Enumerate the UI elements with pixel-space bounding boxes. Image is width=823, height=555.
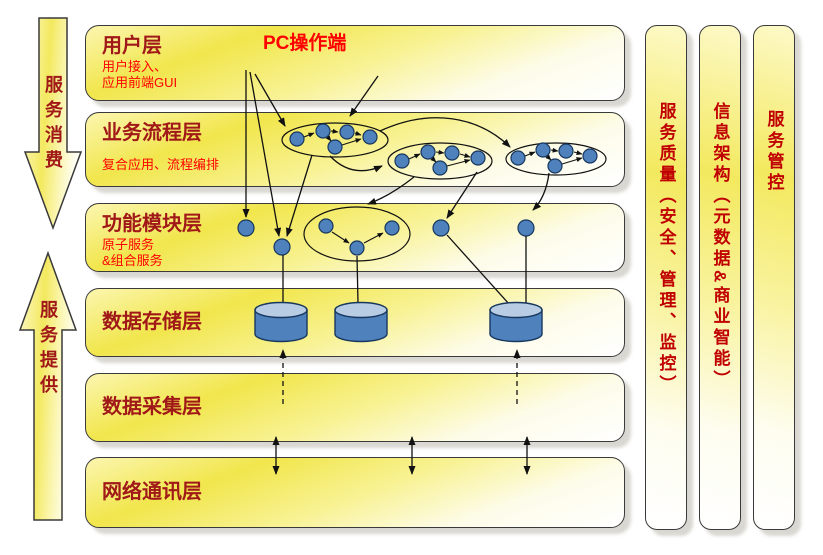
bar-service-quality: 服务质量（安全、管理、监控） bbox=[645, 25, 687, 530]
service-provide-label: 服务提供 bbox=[38, 300, 58, 400]
bar-service-governance-label: 服务管控 bbox=[764, 110, 784, 194]
layer-business-process-subtitle: 复合应用、流程编排 bbox=[102, 157, 608, 173]
layer-data-collection-title: 数据采集层 bbox=[102, 396, 202, 418]
layer-business-process-subtitle-line1: 复合应用、流程编排 bbox=[102, 157, 220, 172]
layer-network-comm: 网络通讯层 bbox=[85, 457, 625, 528]
layer-user: 用户层 用户接入、 应用前端GUI bbox=[85, 25, 625, 101]
layer-user-subtitle-line1: 用户接入、 bbox=[102, 59, 168, 74]
bar-service-governance: 服务管控 bbox=[753, 25, 795, 530]
layer-function-module: 功能模块层 原子服务 &组合服务 bbox=[85, 203, 625, 272]
layer-function-module-subtitle-line2: &组合服务 bbox=[102, 252, 163, 268]
layer-function-module-title: 功能模块层 bbox=[102, 213, 202, 235]
layer-network-comm-title: 网络通讯层 bbox=[102, 481, 202, 503]
service-consume-label: 服务消费 bbox=[43, 75, 63, 175]
layer-business-process: 业务流程层 复合应用、流程编排 bbox=[85, 112, 625, 187]
layer-user-title: 用户层 bbox=[102, 35, 162, 57]
layer-user-subtitle: 用户接入、 应用前端GUI bbox=[102, 59, 608, 90]
layer-user-subtitle-line2: 应用前端GUI bbox=[102, 74, 178, 90]
layer-data-storage-title: 数据存储层 bbox=[102, 311, 202, 333]
layer-data-storage: 数据存储层 bbox=[85, 288, 625, 357]
layer-data-collection: 数据采集层 bbox=[85, 373, 625, 442]
layer-function-module-subtitle-line1: 原子服务 bbox=[102, 237, 155, 252]
bar-information-architecture-label: 信息架构（元数据&商业智能） bbox=[710, 102, 730, 392]
pc-terminal-label: PC操作端 bbox=[263, 33, 347, 54]
layer-business-process-title: 业务流程层 bbox=[102, 122, 202, 144]
bar-service-quality-label: 服务质量（安全、管理、监控） bbox=[656, 102, 676, 396]
layer-function-module-subtitle: 原子服务 &组合服务 bbox=[102, 237, 608, 268]
bar-information-architecture: 信息架构（元数据&商业智能） bbox=[699, 25, 741, 530]
